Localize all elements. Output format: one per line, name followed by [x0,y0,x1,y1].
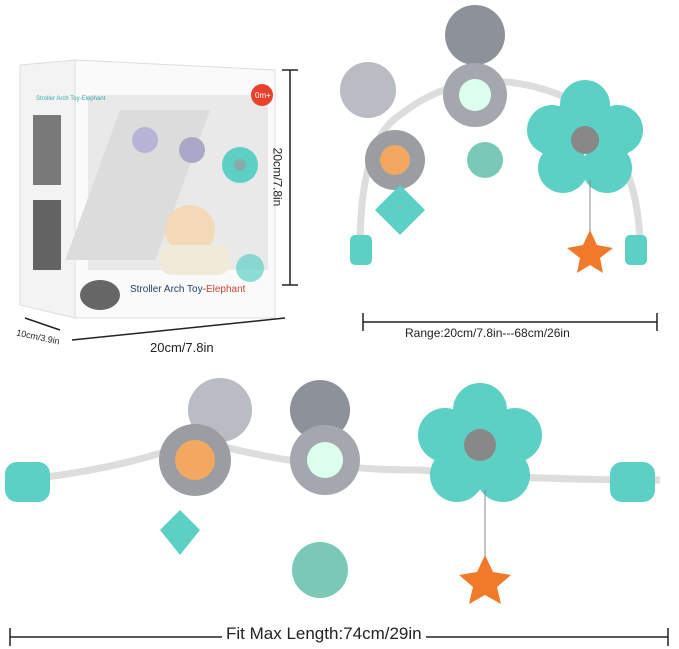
product-box [19,59,276,319]
arch-range-label: Range:20cm/7.8in---68cm/26in [405,326,570,340]
title-part: Stroller Arch Toy- [130,284,206,295]
box-height-label: 20cm/7.8in [270,147,285,207]
box-width-label: 20cm/7.8in [150,340,214,355]
bar-toy [5,378,661,604]
title-part-accent: Elephant [205,284,246,295]
box-side-title: Stroller Arch Toy-Elephant [36,96,106,102]
age-badge [251,84,273,106]
max-length-label: Fit Max Length:74cm/29in [222,624,426,644]
box-front-title: Stroller Arch Toy-Elephant [130,284,245,295]
arch-toy [340,5,647,273]
age-badge-text: 0m+ [255,91,271,100]
